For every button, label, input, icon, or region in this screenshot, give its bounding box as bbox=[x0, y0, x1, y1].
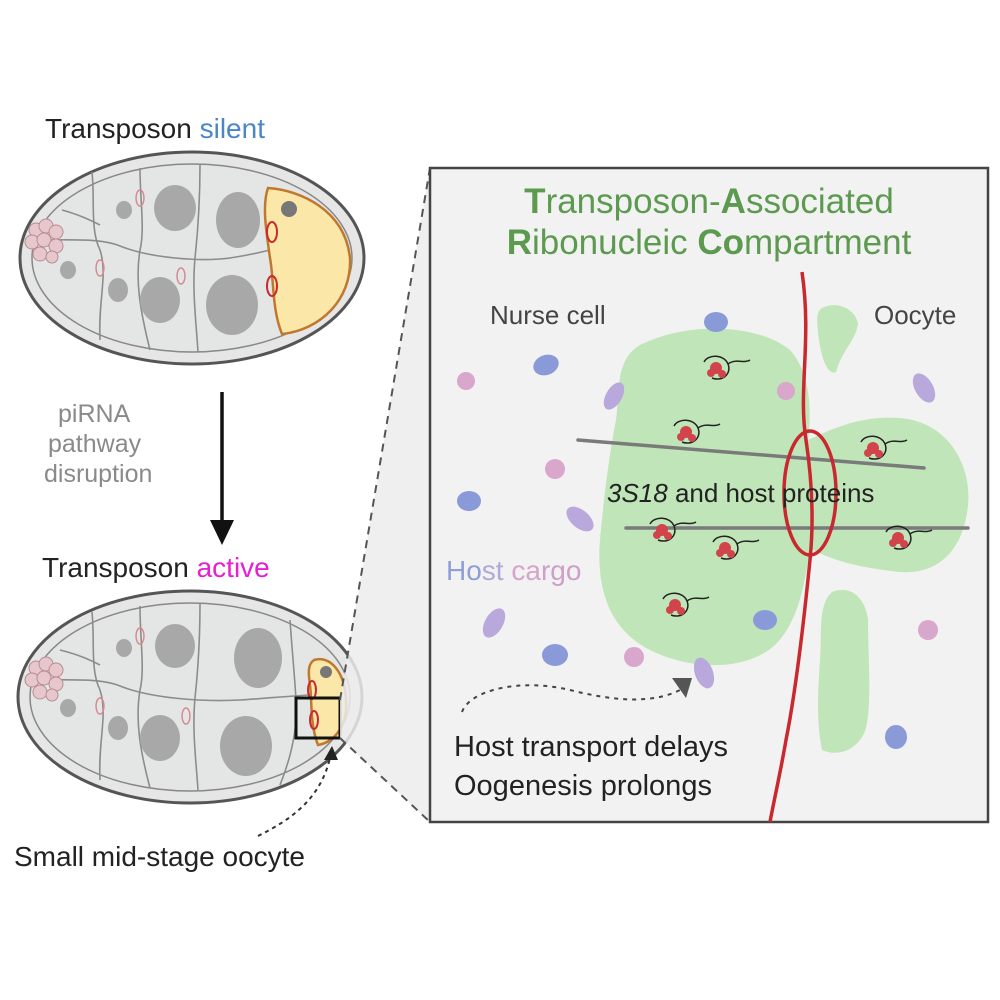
disruption-arrow: piRNA pathway disruption bbox=[44, 392, 234, 545]
egg-chamber-active: Transposon active bbox=[14, 552, 364, 872]
3s18-particles bbox=[649, 355, 933, 617]
effect-line-2: Oogenesis prolongs bbox=[454, 770, 712, 802]
oocyte-label: Oocyte bbox=[874, 300, 956, 330]
nurse-cell-label: Nurse cell bbox=[490, 300, 606, 330]
host-cargo-particles bbox=[457, 312, 938, 749]
silent-label: Transposon silent bbox=[45, 113, 265, 144]
panel-title-line-2: Ribonucleic Compartment bbox=[507, 223, 912, 262]
ring-canal bbox=[782, 429, 838, 557]
arrow-label-line-1: piRNA bbox=[58, 400, 131, 428]
tracs-panel: Transposon-Associated Ribonucleic Compar… bbox=[428, 166, 990, 824]
caption: Small mid-stage oocyte bbox=[14, 841, 305, 872]
active-label: Transposon active bbox=[42, 552, 270, 583]
arrow-label-line-2: pathway bbox=[48, 430, 142, 458]
egg-chamber-silent: Transposon silent bbox=[18, 113, 366, 366]
effect-line-1: Host transport delays bbox=[454, 731, 728, 763]
arrow-label-line-3: disruption bbox=[44, 460, 152, 488]
host-cargo-label: Host cargo bbox=[446, 555, 581, 586]
protein-label: 3S18 and host proteins bbox=[607, 478, 874, 508]
panel-title-line-1: Transposon-Associated bbox=[524, 182, 894, 221]
oocyte-membrane bbox=[768, 271, 814, 823]
